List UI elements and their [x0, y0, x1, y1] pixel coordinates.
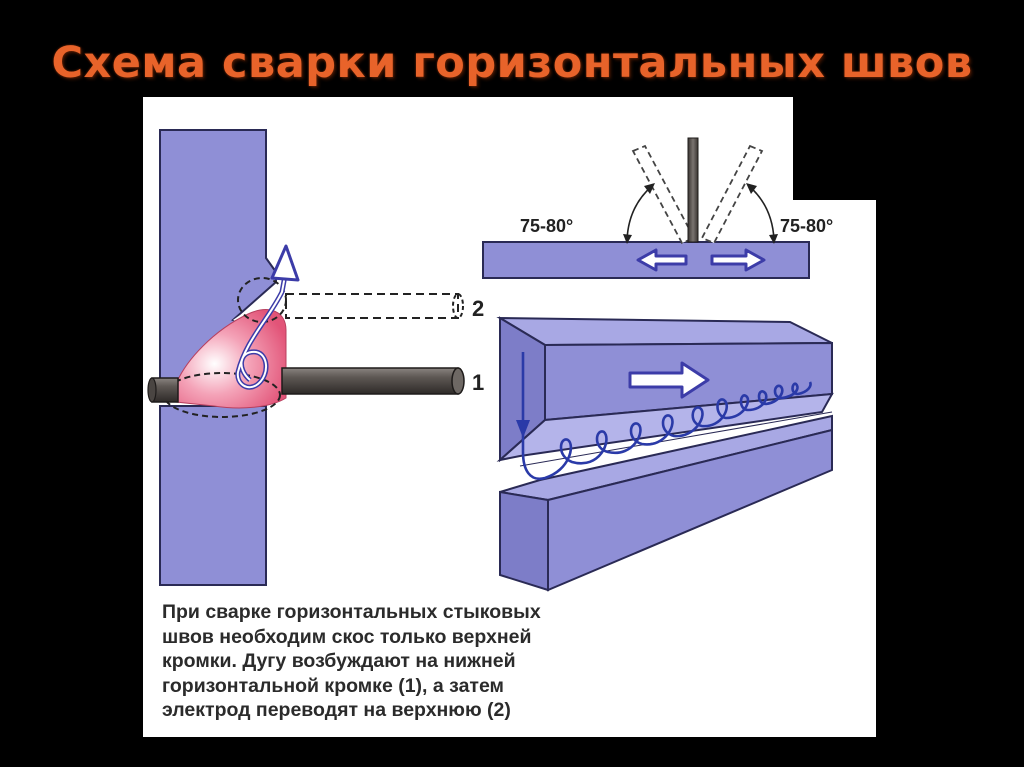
electrode-angle-detail: [482, 137, 810, 279]
butt-joint-3d: [496, 316, 834, 592]
slide-title: Схема сварки горизонтальных швов: [51, 38, 973, 88]
caption-line-5: электрод переводят на верхнюю (2): [162, 699, 511, 721]
angle-label-left: 75-80°: [520, 216, 573, 236]
electrode-movement-arrow: [235, 244, 300, 390]
electrode-position-1: [147, 367, 465, 403]
caption-line-3: кромки. Дугу возбуждают на нижней: [162, 650, 516, 672]
angle-label-right: 75-80°: [780, 216, 833, 236]
weave-path: [521, 352, 812, 481]
caption-line-2: швов необходим скос только верхней: [162, 625, 532, 648]
caption-line-4: горизонтальной кромке (1), а затем: [162, 674, 504, 697]
welding-direction-arrow: [628, 361, 710, 399]
caption-line-1: При сварке горизонтальных стыковых: [162, 601, 541, 623]
label-electrode-1: 1: [472, 370, 484, 395]
label-electrode-2: 2: [472, 296, 484, 321]
caption: При сварке горизонтальных стыковых швов …: [162, 600, 682, 723]
electrode-position-2: [285, 293, 464, 319]
